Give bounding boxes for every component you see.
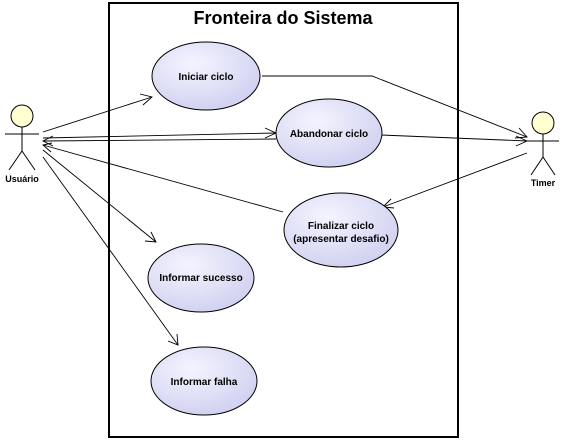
use-case-finalizar-ciclo: Finalizar ciclo (apresentar desafio) bbox=[283, 192, 399, 268]
use-case-ellipse bbox=[150, 346, 258, 416]
use-case-label: Abandonar ciclo bbox=[290, 129, 368, 140]
actor-usuario: Usuário bbox=[5, 104, 39, 184]
assoc-finalizar-user bbox=[42, 144, 284, 213]
associations bbox=[41, 75, 529, 346]
use-case-label: Iniciar ciclo bbox=[178, 72, 233, 83]
arrowhead-user-from-abandonar bbox=[41, 135, 54, 147]
actor-right-leg bbox=[542, 156, 556, 176]
actor-timer: Timer bbox=[527, 111, 559, 188]
actor-right-leg bbox=[21, 150, 36, 171]
use-case-label: Informar sucesso bbox=[159, 273, 242, 284]
assoc-user-iniciar bbox=[42, 96, 153, 133]
use-case-abandonar-ciclo: Abandonar ciclo bbox=[275, 98, 383, 168]
actor-head bbox=[10, 104, 34, 128]
use-case-ellipse bbox=[283, 192, 399, 268]
assoc-iniciar-timer bbox=[262, 75, 528, 138]
arrowhead-iniciar bbox=[139, 93, 153, 106]
assoc-user-abandonar bbox=[42, 132, 277, 139]
arrowhead-falha bbox=[167, 333, 179, 346]
assoc-user-falha bbox=[42, 156, 179, 346]
actor-left-leg bbox=[530, 156, 544, 176]
use-case-iniciar-ciclo: Iniciar ciclo bbox=[151, 41, 261, 111]
use-case-ellipse bbox=[151, 41, 261, 111]
system-boundary-title: Fronteira do Sistema bbox=[193, 8, 373, 28]
use-case-ellipse bbox=[275, 98, 383, 168]
use-case-label: Informar falha bbox=[171, 377, 238, 388]
assoc-abandonar-timer bbox=[380, 134, 528, 142]
arrowhead-sucesso bbox=[144, 231, 157, 243]
actor-left-leg bbox=[8, 150, 23, 171]
use-case-label: (apresentar desafio) bbox=[293, 234, 389, 245]
use-case-ellipse bbox=[147, 243, 255, 313]
use-case-informar-falha: Informar falha bbox=[150, 346, 258, 416]
actor-label: Timer bbox=[531, 178, 556, 188]
assoc-abandonar-user bbox=[42, 138, 277, 142]
actor-label: Usuário bbox=[5, 174, 39, 184]
assoc-timer-finalizar bbox=[382, 152, 528, 208]
actor-head bbox=[531, 111, 555, 135]
assoc-user-sucesso bbox=[42, 149, 157, 243]
use-case-label: Finalizar ciclo bbox=[308, 221, 374, 232]
use-case-informar-sucesso: Informar sucesso bbox=[147, 243, 255, 313]
